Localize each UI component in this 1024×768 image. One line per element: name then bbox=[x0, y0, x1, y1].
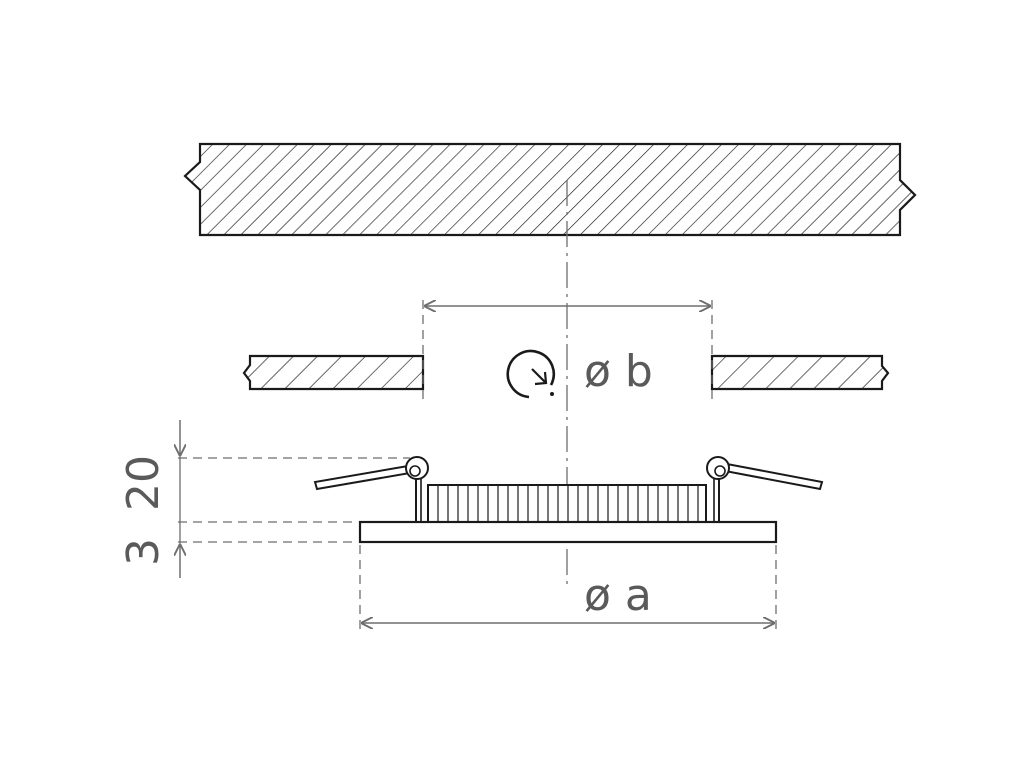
spring-clip-left bbox=[313, 456, 429, 491]
ceiling-panel-left bbox=[242, 354, 425, 391]
panel-diameter-dimension bbox=[359, 545, 777, 630]
panel-diameter-label: ø a bbox=[584, 570, 652, 621]
height-body-label: 20 bbox=[118, 455, 169, 511]
height-dimension bbox=[178, 420, 410, 578]
height-flange-label: 3 bbox=[118, 538, 169, 566]
spring-clip-right bbox=[706, 456, 824, 491]
ceiling-slab bbox=[183, 142, 917, 237]
ceiling-panel-right bbox=[710, 354, 890, 391]
hole-diameter-label: ø b bbox=[584, 346, 653, 397]
lamp-housing bbox=[415, 478, 720, 523]
hole-diameter-dimension bbox=[422, 300, 713, 405]
lamp-flange bbox=[358, 520, 778, 544]
rotate-clockwise-icon bbox=[506, 349, 556, 399]
